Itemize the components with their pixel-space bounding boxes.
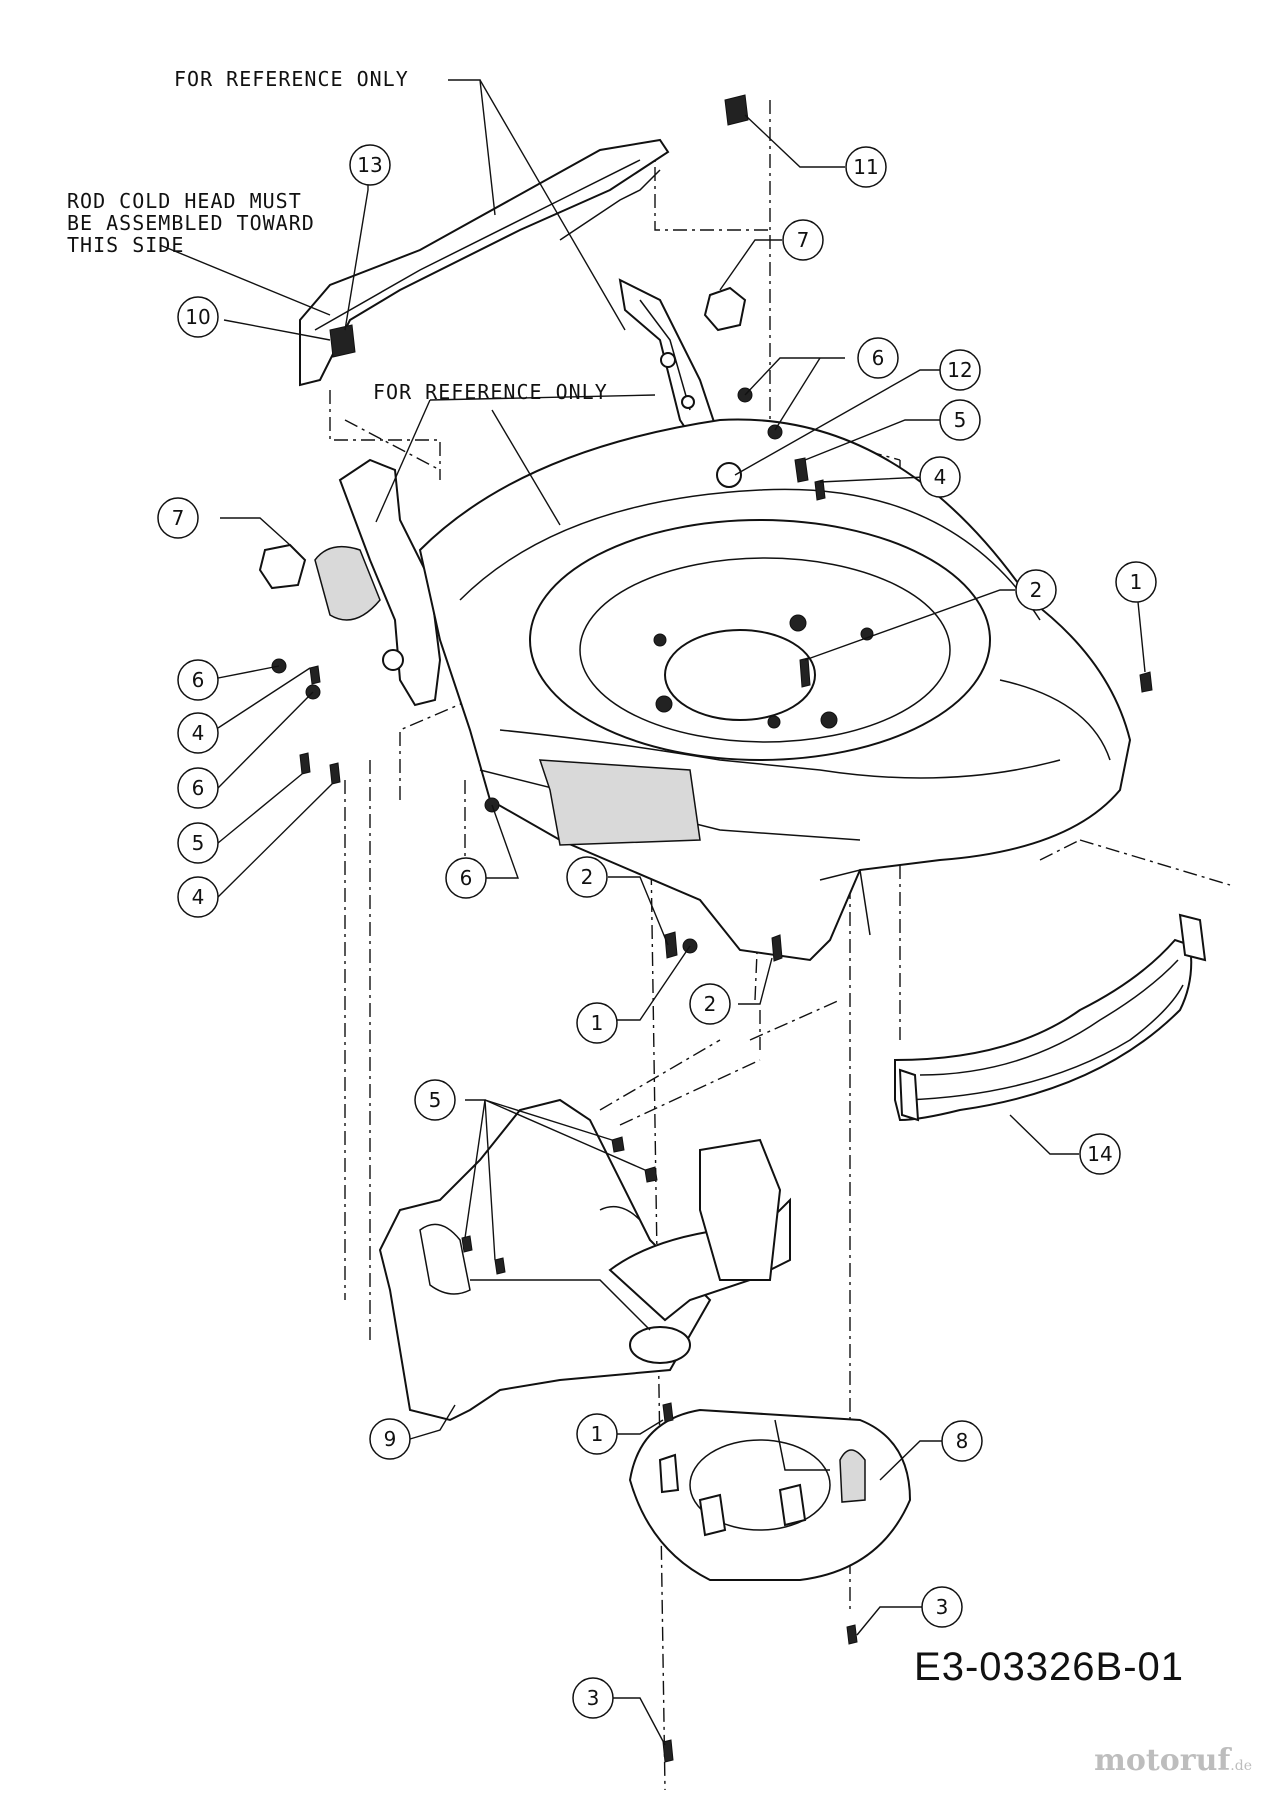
- handle-upper: [299, 138, 722, 452]
- svg-text:3: 3: [587, 1686, 600, 1710]
- svg-text:5: 5: [429, 1088, 442, 1112]
- svg-text:9: 9: [384, 1427, 397, 1451]
- callout-10: 10: [177, 296, 219, 338]
- svg-text:2: 2: [704, 992, 717, 1016]
- callout-1: 1: [1115, 561, 1157, 603]
- svg-text:2: 2: [581, 865, 594, 889]
- callout-6: 6: [857, 337, 899, 379]
- callout-7: 7: [782, 219, 824, 261]
- drawing-number: E3-03326B-01: [914, 1645, 1184, 1689]
- callout-1: 1: [576, 1002, 618, 1044]
- callout-5: 5: [414, 1079, 456, 1121]
- svg-text:7: 7: [172, 506, 185, 530]
- callout-2: 2: [1015, 569, 1057, 611]
- svg-text:8: 8: [956, 1429, 969, 1453]
- lower-handle-left: [314, 458, 442, 707]
- svg-text:5: 5: [954, 408, 967, 432]
- callout-4: 4: [919, 456, 961, 498]
- svg-text:6: 6: [192, 776, 205, 800]
- note-reference-middle: FOR REFERENCE ONLY: [373, 380, 608, 404]
- callout-5: 5: [939, 399, 981, 441]
- watermark-logo: motoruf.de: [1094, 1743, 1252, 1778]
- callout-3: 3: [921, 1586, 963, 1628]
- svg-text:2: 2: [1030, 578, 1043, 602]
- watermark-tld: .de: [1230, 1758, 1252, 1774]
- svg-text:10: 10: [185, 305, 210, 329]
- svg-text:4: 4: [934, 465, 947, 489]
- hardware: [258, 94, 1153, 1763]
- callout-14: 14: [1079, 1133, 1121, 1175]
- watermark-name: motoruf: [1094, 1743, 1231, 1778]
- svg-text:14: 14: [1087, 1142, 1112, 1166]
- callout-4: 4: [177, 712, 219, 754]
- svg-text:12: 12: [947, 358, 972, 382]
- callout-6: 6: [177, 659, 219, 701]
- mower-deck: [418, 418, 1132, 962]
- callout-2: 2: [689, 983, 731, 1025]
- svg-text:6: 6: [460, 866, 473, 890]
- svg-text:3: 3: [936, 1595, 949, 1619]
- note-rod-line-1: ROD COLD HEAD MUST: [67, 189, 302, 213]
- callout-2: 2: [566, 856, 608, 898]
- note-rod-line-3: THIS SIDE: [67, 233, 185, 257]
- svg-text:4: 4: [192, 885, 205, 909]
- svg-text:6: 6: [872, 346, 885, 370]
- note-rod-line-2: BE ASSEMBLED TOWARD: [67, 211, 315, 235]
- svg-text:5: 5: [192, 831, 205, 855]
- callout-8: 8: [941, 1420, 983, 1462]
- svg-text:11: 11: [853, 155, 878, 179]
- callout-11: 11: [845, 146, 887, 188]
- callout-5: 5: [177, 822, 219, 864]
- mulch-baffle: [628, 1408, 912, 1581]
- callout-1: 1: [576, 1413, 618, 1455]
- callout-9: 9: [369, 1418, 411, 1460]
- note-reference-top: FOR REFERENCE ONLY: [174, 67, 409, 91]
- svg-text:1: 1: [1130, 570, 1143, 594]
- svg-text:1: 1: [591, 1422, 604, 1446]
- svg-text:4: 4: [192, 721, 205, 745]
- svg-text:6: 6: [192, 668, 205, 692]
- svg-text:1: 1: [591, 1011, 604, 1035]
- discharge-chute: [378, 1098, 791, 1422]
- callout-4: 4: [177, 876, 219, 918]
- callout-6: 6: [445, 857, 487, 899]
- svg-text:13: 13: [357, 153, 382, 177]
- callout-3: 3: [572, 1677, 614, 1719]
- callout-12: 12: [939, 349, 981, 391]
- callout-7: 7: [157, 497, 199, 539]
- rear-flap: [894, 913, 1207, 1122]
- svg-text:7: 7: [797, 228, 810, 252]
- callout-6: 6: [177, 767, 219, 809]
- leader-lines: [159, 79, 1146, 1746]
- callout-13: 13: [349, 144, 391, 186]
